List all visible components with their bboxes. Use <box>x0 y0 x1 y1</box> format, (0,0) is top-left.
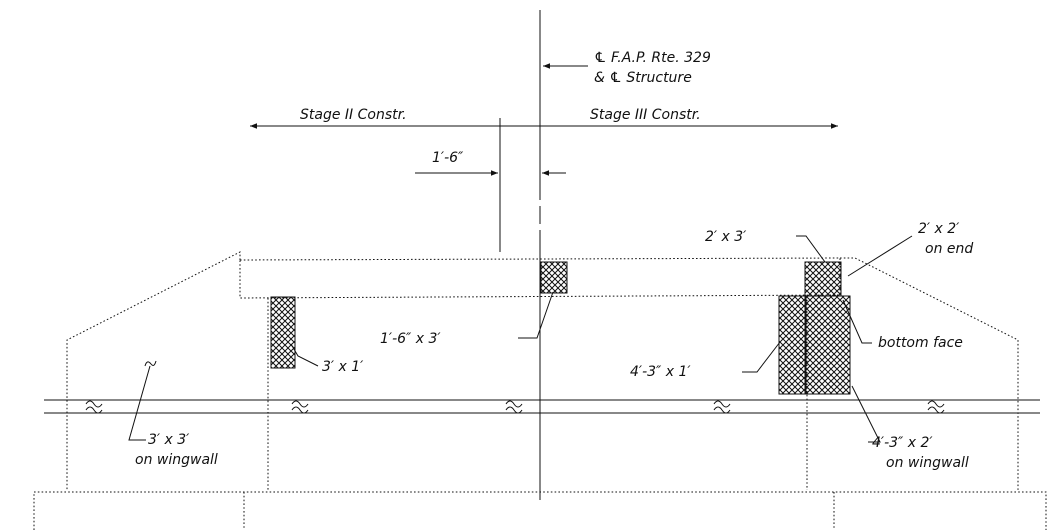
stage-3-label: Stage III Constr. <box>590 107 701 123</box>
patch-1-6x3-label: 1′-6″ x 3′ <box>380 331 441 347</box>
patch-3x3-label-line2: on wingwall <box>135 452 218 468</box>
patch-bottom-face-label: bottom face <box>878 335 963 351</box>
patch-2x3-label: 2′ x 3′ <box>705 229 747 245</box>
patch-3x3-label-line1: 3′ x 3′ <box>148 432 190 448</box>
centerline-label-line2: & ℄ Structure <box>594 70 692 86</box>
leader-4-3x2 <box>851 385 881 443</box>
leader-4-3x1 <box>742 341 781 373</box>
patch-2x2-label-line2: on end <box>925 241 973 257</box>
centerline-label-line1: ℄ F.A.P. Rte. 329 <box>594 50 711 66</box>
footing-outline <box>33 491 1047 530</box>
leader-2x2 <box>847 235 913 277</box>
patch-3x1-area <box>270 296 296 369</box>
leader-3x3 <box>128 365 151 441</box>
patch-2x2-label-line1: 2′ x 2′ <box>918 221 960 237</box>
deck-beam-outline <box>239 257 841 299</box>
left-wingwall-outline <box>66 251 241 490</box>
break-marks <box>85 400 945 414</box>
leader-bottom-face <box>842 299 872 344</box>
leader-3x1 <box>290 343 319 367</box>
leader-1-6x3 <box>518 291 554 339</box>
leader-2x3 <box>796 235 826 263</box>
patch-4-3x1-area <box>778 295 807 395</box>
patch-4-3x1-label: 4′-3″ x 1′ <box>630 364 691 380</box>
stage-2-label: Stage II Constr. <box>300 107 407 123</box>
patch-4-3x2-area <box>804 295 851 395</box>
patch-4-3x2-label-line1: 4′-3″ x 2′ <box>872 435 933 451</box>
patch-2x3-area <box>804 261 842 297</box>
patch-3x1-label: 3′ x 1′ <box>322 359 364 375</box>
patch-4-3x2-label-line2: on wingwall <box>886 455 969 471</box>
wingwall-patch-mark <box>144 360 157 367</box>
dim-offset-label: 1′-6″ <box>432 150 464 166</box>
patch-1-6x3-area <box>540 261 568 294</box>
